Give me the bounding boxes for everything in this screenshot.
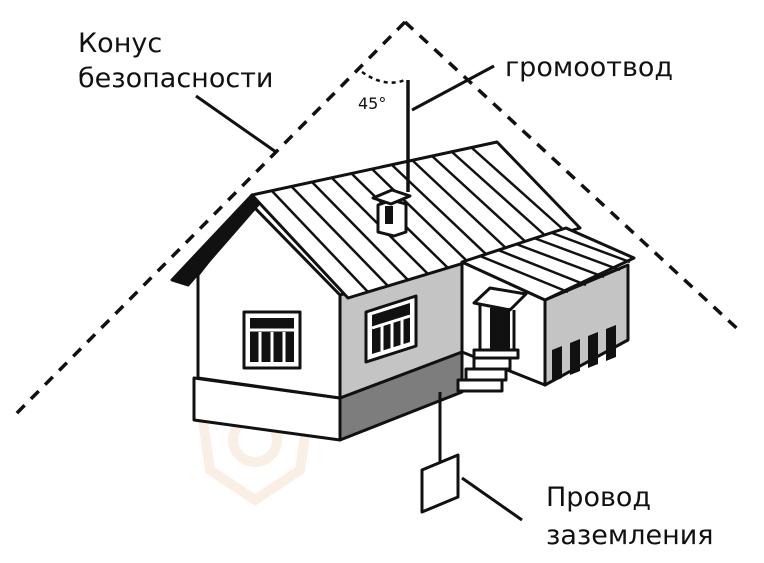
side-window [364, 294, 418, 364]
safety-cone-left-edge [10, 20, 407, 420]
extension-roof-stripes [479, 231, 631, 294]
angle-arc [361, 70, 406, 84]
safety-cone-right-edge [403, 20, 744, 335]
porch-roof [472, 286, 528, 312]
safety-cone [10, 20, 744, 420]
ground-wire-label-line1: Провод [546, 482, 651, 513]
chimney-cap [371, 188, 412, 206]
lightning-rod-label: громоотвод [505, 52, 673, 83]
porch-steps [456, 348, 520, 393]
ground-wire-label-line2: заземления [546, 520, 714, 551]
house [170, 140, 636, 442]
cone-label-line2: безопасности [78, 63, 273, 94]
cone-label-line1: Конус [78, 28, 162, 59]
rod-leader [411, 64, 495, 112]
extension-roof [460, 226, 636, 302]
extension-vents [552, 325, 616, 382]
angle-label: 45° [358, 94, 386, 113]
cone-leader [195, 94, 277, 154]
ground-electrode [420, 453, 460, 514]
ground-leader [461, 476, 523, 522]
leader-lines [195, 64, 523, 522]
porch-door [490, 308, 510, 352]
front-window [242, 310, 302, 370]
